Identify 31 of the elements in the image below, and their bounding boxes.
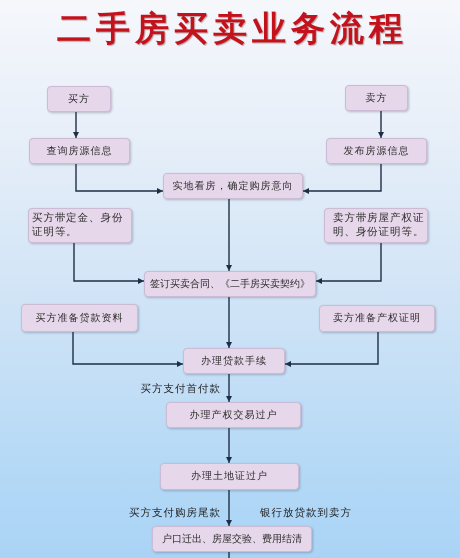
process-box: 卖方准备产权证明 xyxy=(319,305,435,332)
arrow xyxy=(303,164,382,194)
process-box: 卖方 xyxy=(345,85,408,111)
arrow xyxy=(378,111,384,138)
arrow xyxy=(72,332,183,367)
annotation-text: 银行放贷款到卖方 xyxy=(260,506,352,520)
edge-label: 买方支付购房尾款 xyxy=(129,506,221,520)
process-box: 买方准备贷款资料 xyxy=(21,304,138,332)
process-box: 户口迁出、房屋交验、费用结清 xyxy=(152,526,312,552)
arrow xyxy=(226,374,232,402)
arrow xyxy=(73,112,79,138)
process-box: 签订买卖合同、《二手房买卖契约》 xyxy=(144,271,316,297)
arrow xyxy=(285,332,379,367)
process-box: 办理土地证过户 xyxy=(160,463,299,490)
process-box: 查询房源信息 xyxy=(29,138,130,164)
process-box: 卖方带房屋产权证明、身份证明等。 xyxy=(324,208,428,243)
process-box: 买方 xyxy=(47,86,111,112)
process-box: 发布房源信息 xyxy=(326,138,427,164)
arrow xyxy=(226,297,232,348)
process-box: 办理贷款手续 xyxy=(183,348,285,374)
arrow xyxy=(226,428,232,463)
arrow xyxy=(226,199,232,271)
process-box: 买方带定金、身份证明等。 xyxy=(28,208,132,243)
edge-label: 买方支付首付款 xyxy=(140,382,221,396)
process-box: 实地看房，确定购房意向 xyxy=(163,173,303,199)
title: 二手房买卖业务流程 xyxy=(56,8,409,50)
arrow xyxy=(226,490,232,526)
arrow xyxy=(73,243,144,284)
process-box: 办理产权交易过户 xyxy=(166,402,301,428)
arrow xyxy=(316,243,382,284)
arrow xyxy=(75,164,163,194)
